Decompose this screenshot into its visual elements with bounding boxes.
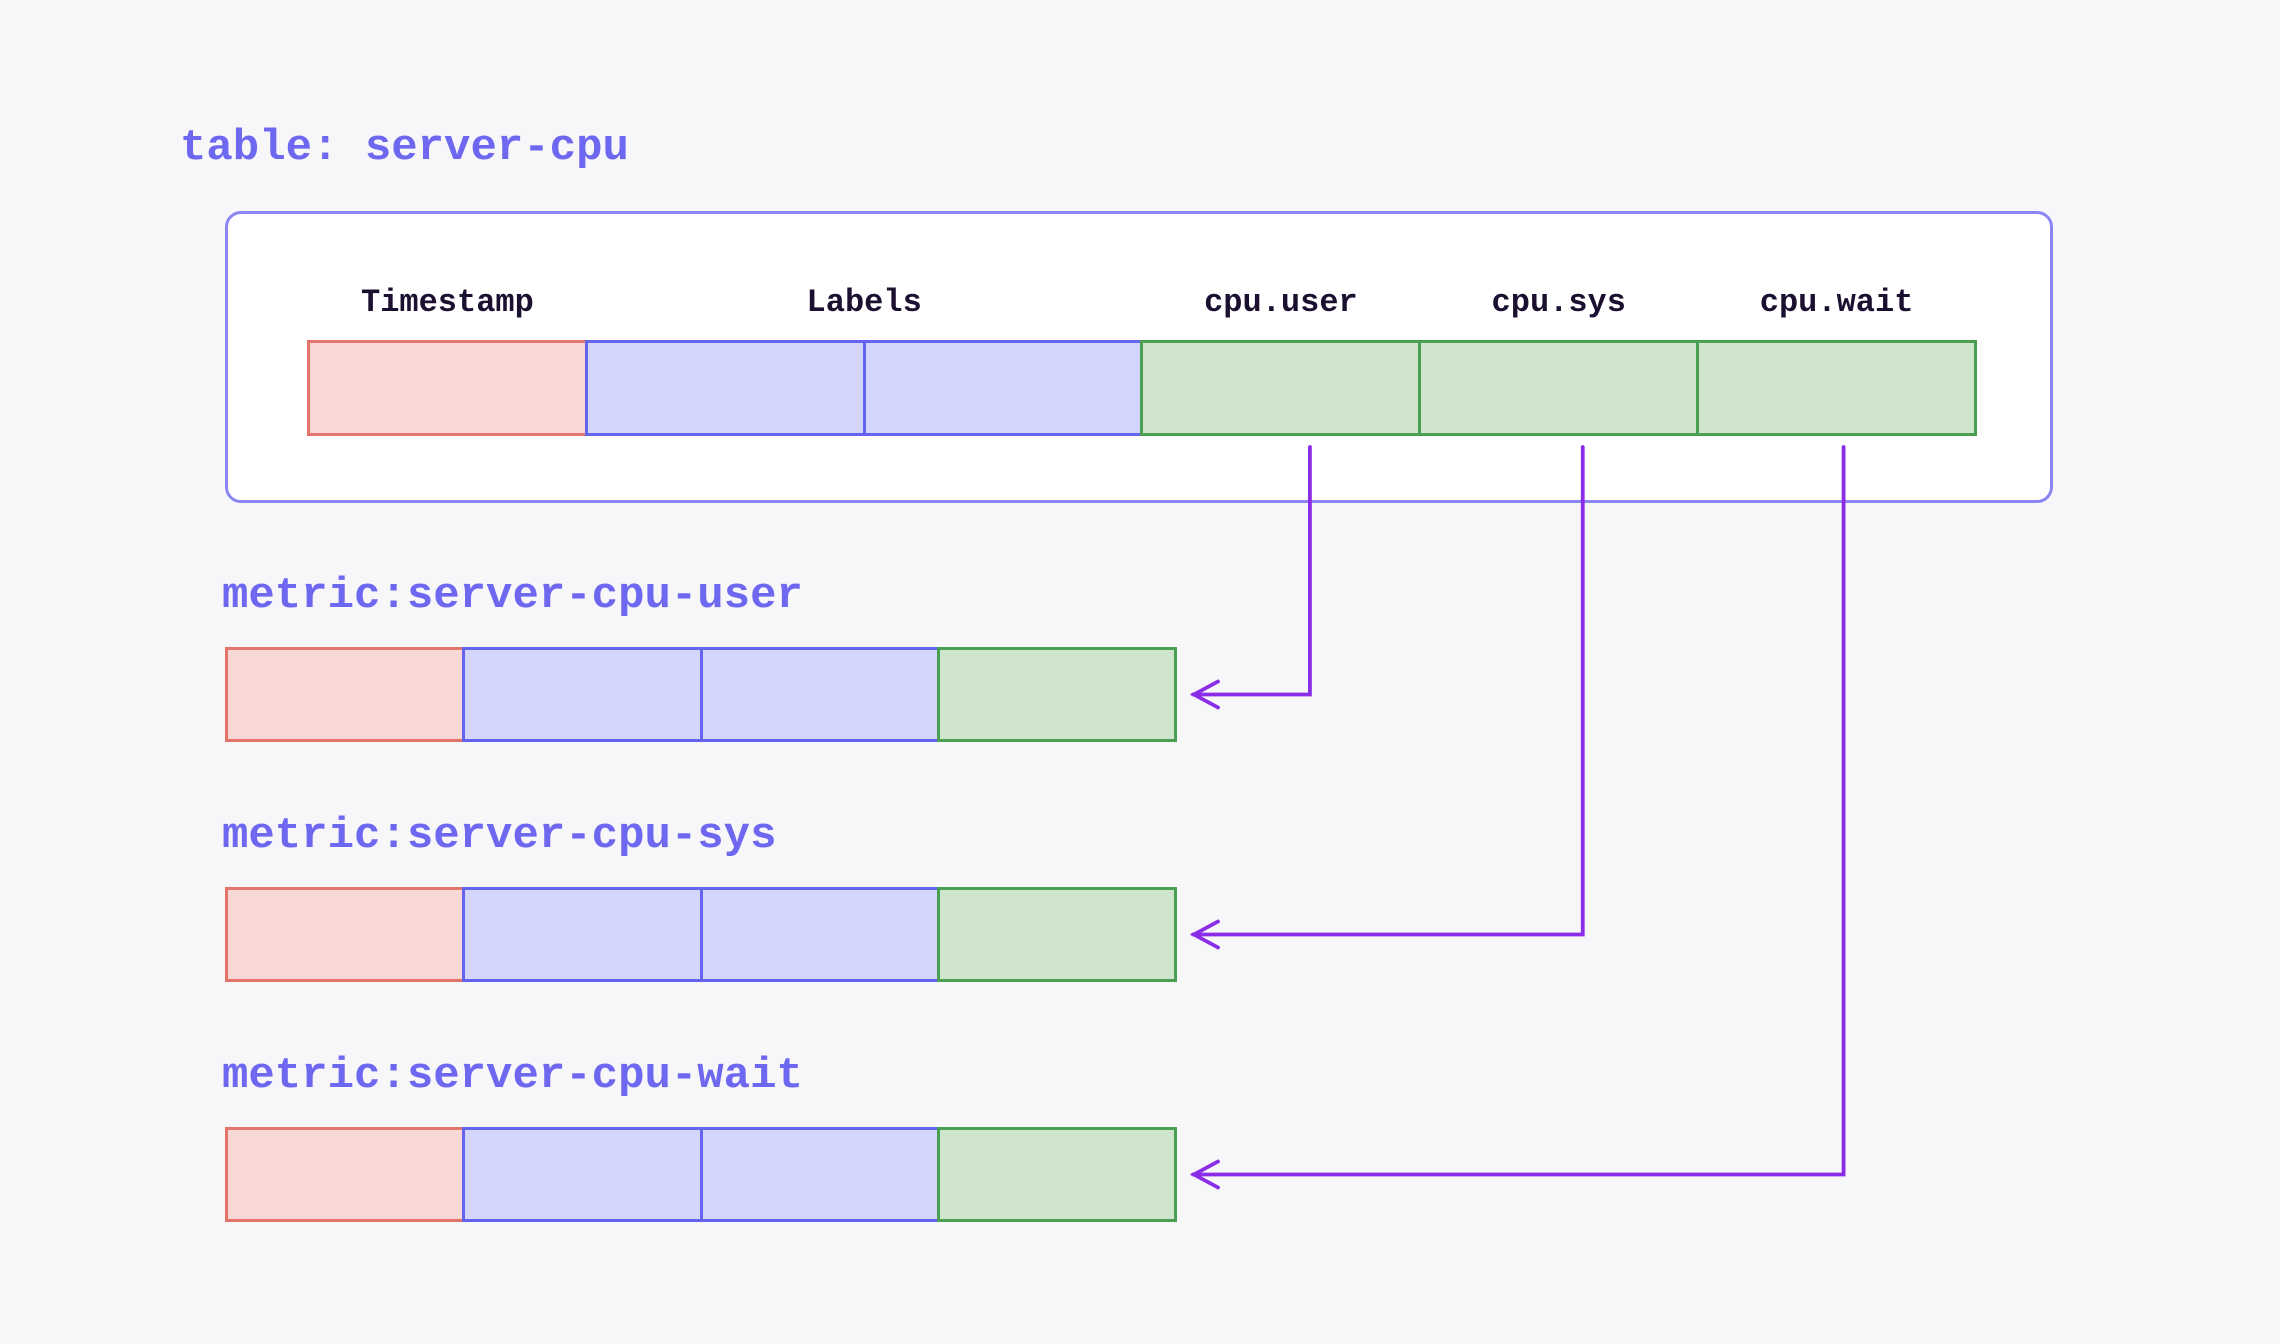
metric-cell-timestamp [225, 887, 466, 982]
column-header-cpu-user: cpu.user [1204, 284, 1358, 321]
metric-cell-labels [699, 1127, 940, 1222]
metric-cell-field [936, 887, 1177, 982]
metric-cell-timestamp [225, 647, 466, 742]
metric-row-2 [225, 1127, 1177, 1222]
column-header-timestamp: Timestamp [360, 284, 534, 321]
metric-cell-field [936, 647, 1177, 742]
table-cell-labels [584, 340, 866, 436]
metric-cell-labels [699, 887, 940, 982]
metric-cell-labels [462, 1127, 703, 1222]
column-header-cpu-wait: cpu.wait [1759, 284, 1914, 321]
arrow-cpu-wait-to-metric [1190, 445, 1846, 1190]
table-cell-labels [862, 340, 1144, 436]
metric-title-0: metric:server-cpu-user [222, 571, 803, 621]
arrow-cpu-sys-to-metric [1190, 445, 1585, 950]
metric-cell-labels [699, 647, 940, 742]
table-title: table: server-cpu [180, 123, 629, 173]
table-cell-field [1140, 340, 1422, 436]
table-cell-timestamp [307, 340, 588, 436]
metric-cell-timestamp [225, 1127, 466, 1222]
metric-cell-field [936, 1127, 1177, 1222]
metric-title-1: metric:server-cpu-sys [222, 811, 777, 861]
table-cell-field [1696, 340, 1977, 436]
metric-row-1 [225, 887, 1177, 982]
table-cells-row [307, 340, 1977, 436]
table-cell-field [1418, 340, 1700, 436]
column-header-labels: Labels [806, 284, 922, 321]
table-box: Timestamp Labels cpu.user cpu.sys cpu.wait [225, 211, 2053, 503]
metric-cell-labels [462, 887, 703, 982]
metric-title-2: metric:server-cpu-wait [222, 1051, 803, 1101]
metric-cell-labels [462, 647, 703, 742]
column-header-cpu-sys: cpu.sys [1491, 284, 1626, 321]
metric-row-0 [225, 647, 1177, 742]
